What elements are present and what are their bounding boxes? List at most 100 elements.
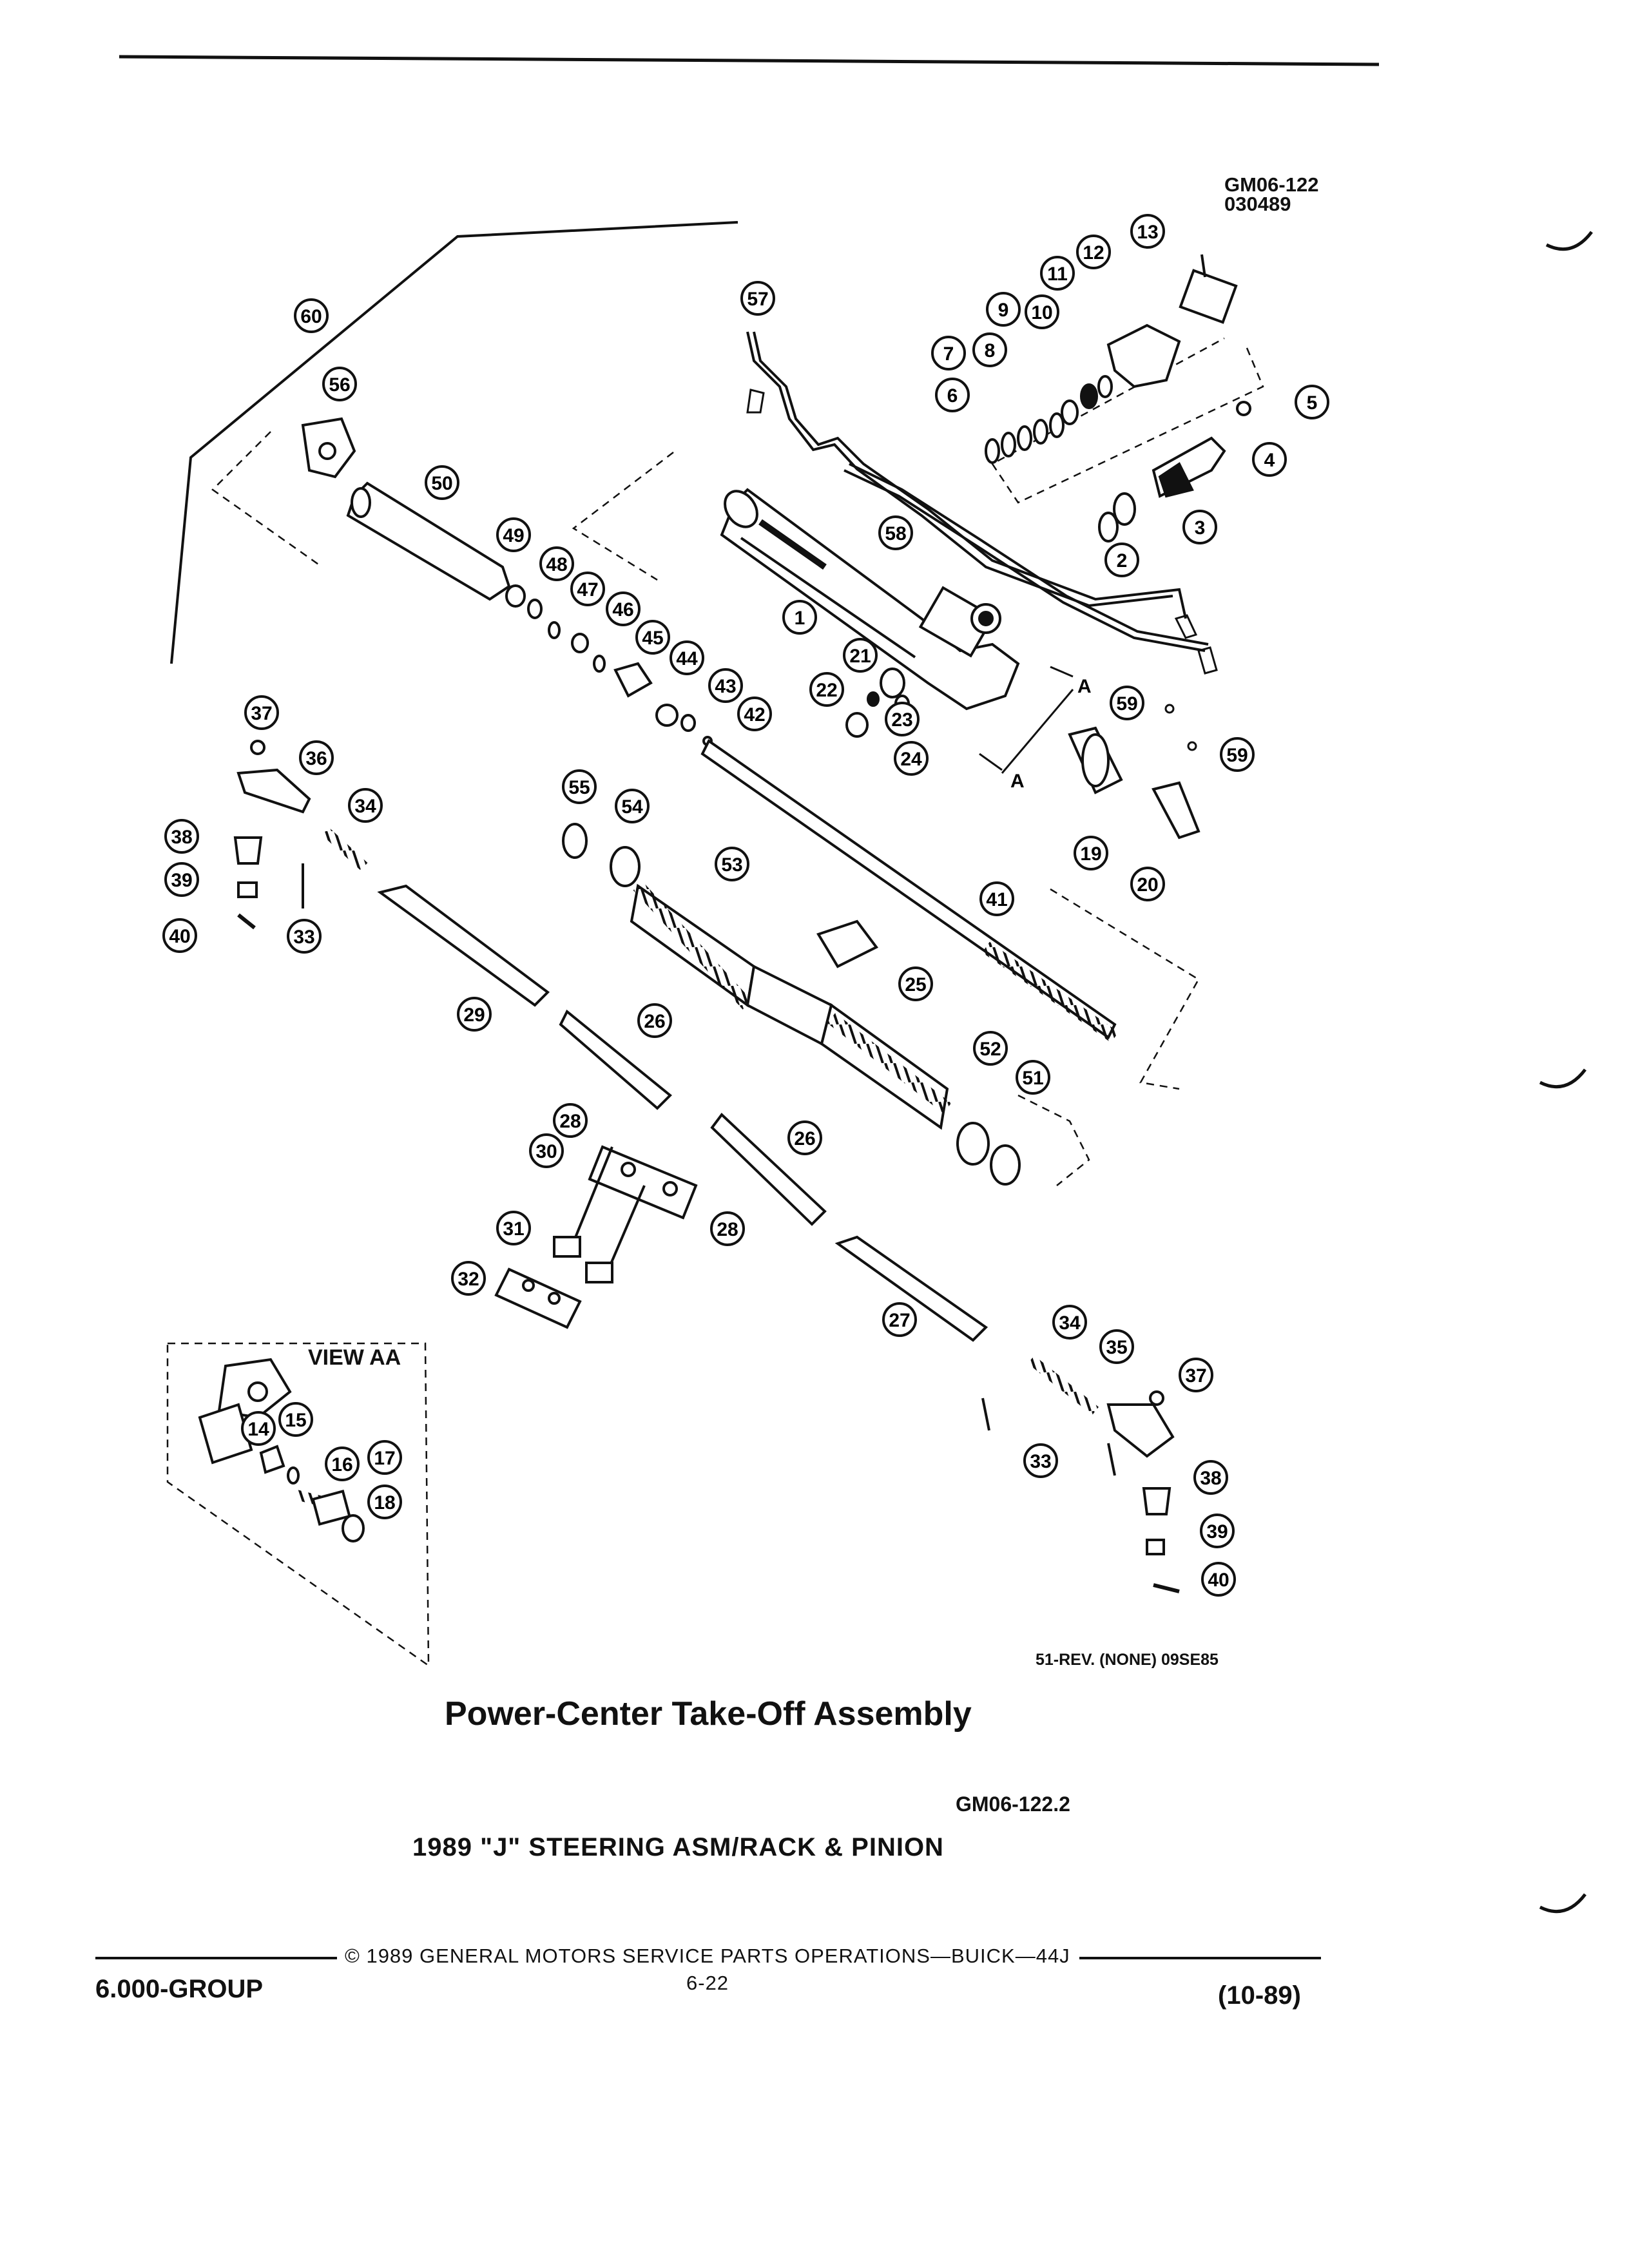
- callout-40: 40: [162, 918, 197, 953]
- callout-18: 18: [367, 1485, 402, 1519]
- callout-12: 12: [1076, 235, 1111, 269]
- callout-number: 53: [721, 854, 742, 876]
- callout-number: 15: [285, 1410, 306, 1431]
- callout-number: 29: [463, 1004, 485, 1026]
- callout-circle: [244, 695, 279, 730]
- callout-number: 44: [676, 648, 698, 669]
- callout-circle: [1252, 442, 1287, 477]
- assembly-outline: [170, 221, 738, 664]
- callout-34: 34: [348, 788, 383, 823]
- callout-circle: [1074, 836, 1108, 870]
- callout-number: 59: [1116, 693, 1137, 715]
- callout-number: 45: [642, 628, 663, 649]
- top-rule: [119, 55, 1380, 66]
- callout-circle: [1179, 1358, 1213, 1392]
- callout-number: 40: [169, 926, 190, 947]
- hydraulic-lines: [746, 331, 1218, 675]
- callout-circle: [615, 789, 650, 823]
- callout-circle: [457, 997, 492, 1032]
- callout-circle: [1040, 256, 1075, 291]
- callout-circle: [606, 591, 641, 626]
- callout-10: 10: [1025, 294, 1059, 329]
- callout-number: 55: [568, 777, 590, 798]
- callout-26: 26: [637, 1003, 672, 1038]
- callout-20: 20: [1130, 867, 1165, 901]
- callout-14: 14: [241, 1411, 276, 1446]
- callout-3: 3: [1182, 510, 1217, 544]
- callout-circle: [287, 919, 322, 954]
- callout-39: 39: [164, 862, 199, 897]
- callout-33b: 33: [1023, 1443, 1058, 1478]
- inner-rack: [700, 739, 1119, 1043]
- callout-circle: [1023, 1443, 1058, 1478]
- callout-number: 35: [1106, 1337, 1127, 1358]
- callout-number: 33: [293, 927, 314, 948]
- callout-circle: [894, 741, 929, 776]
- callout-number: 30: [535, 1141, 557, 1162]
- callout-circle: [299, 740, 334, 775]
- callout-number: 25: [905, 974, 926, 995]
- callout-48: 48: [539, 546, 574, 581]
- callout-number: 41: [986, 889, 1007, 910]
- callout-number: 12: [1083, 242, 1104, 264]
- callout-number: 21: [849, 646, 871, 667]
- callout-number: 17: [374, 1448, 395, 1469]
- callout-circle: [241, 1411, 276, 1446]
- callout-43: 43: [708, 668, 743, 703]
- callout-25: 25: [898, 966, 933, 1001]
- diagram-date-code: 030489: [1224, 193, 1291, 215]
- callout-circle: [1182, 510, 1217, 544]
- callout-number: 13: [1137, 222, 1158, 243]
- callout-circle: [162, 918, 197, 953]
- callout-number: 4: [1264, 450, 1275, 471]
- callout-circle: [496, 1211, 531, 1245]
- callout-number: 46: [612, 599, 633, 620]
- footer-rule-left: [95, 1957, 337, 1959]
- callout-number: 26: [644, 1011, 665, 1032]
- callout-circle: [348, 788, 383, 823]
- callout-circle: [972, 332, 1007, 367]
- callout-number: 58: [885, 523, 906, 544]
- callout-2: 2: [1104, 543, 1139, 577]
- callout-circle: [710, 1211, 745, 1246]
- callout-number: 34: [354, 796, 376, 817]
- callout-number: 2: [1117, 550, 1128, 572]
- callout-56: 56: [322, 367, 357, 401]
- page-subtitle: 1989 "J" STEERING ASM/RACK & PINION: [412, 1833, 944, 1861]
- callout-5: 5: [1295, 385, 1329, 419]
- callout-number: 14: [247, 1419, 269, 1440]
- callout-number: 19: [1080, 843, 1101, 865]
- callout-number: 54: [621, 796, 643, 818]
- callout-number: 23: [891, 709, 912, 731]
- callout-47: 47: [570, 572, 605, 606]
- callout-31: 31: [496, 1211, 531, 1245]
- callout-circle: [367, 1485, 402, 1519]
- callout-59: 59: [1110, 686, 1144, 720]
- callout-circle: [931, 336, 966, 370]
- pinion-parts: [1098, 401, 1251, 543]
- callout-21: 21: [843, 638, 878, 673]
- callout-circle: [325, 1446, 360, 1481]
- callout-circle: [562, 769, 597, 804]
- callout-circle: [1099, 1329, 1134, 1364]
- callout-circle: [570, 572, 605, 606]
- callout-60: 60: [294, 298, 329, 333]
- callout-52: 52: [973, 1031, 1008, 1066]
- callout-number: 28: [559, 1111, 581, 1132]
- callout-50: 50: [425, 465, 459, 500]
- callout-32: 32: [451, 1261, 486, 1296]
- callout-40b: 40: [1201, 1562, 1236, 1597]
- callout-circle: [1025, 294, 1059, 329]
- section-arrow-label-bottom: A: [1010, 771, 1025, 792]
- callout-26b: 26: [787, 1120, 822, 1155]
- callout-circle: [973, 1031, 1008, 1066]
- callout-59b: 59: [1220, 737, 1255, 772]
- callout-4: 4: [1252, 442, 1287, 477]
- left-tie-rod-end: [233, 740, 368, 930]
- callout-number: 10: [1031, 302, 1052, 323]
- callout-number: 28: [717, 1219, 738, 1240]
- callout-46: 46: [606, 591, 641, 626]
- callout-19: 19: [1074, 836, 1108, 870]
- callout-circle: [882, 1302, 917, 1337]
